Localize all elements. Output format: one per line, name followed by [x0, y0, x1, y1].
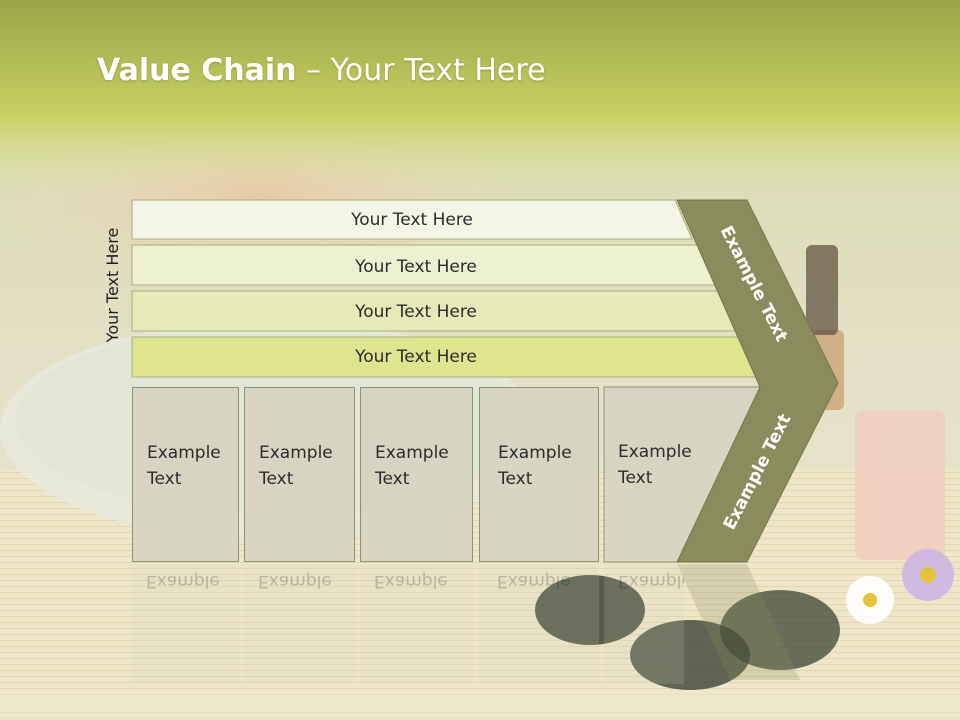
row-1: Your Text Here [132, 200, 692, 239]
slide-title: Value Chain – Your Text Here [97, 53, 546, 88]
row-1-label: Your Text Here [351, 209, 473, 230]
row-2: Your Text Here [132, 247, 700, 286]
row-3-label: Your Text Here [355, 301, 477, 322]
row-2-label: Your Text Here [355, 256, 477, 277]
box-2-line2: Text [259, 469, 294, 489]
box-3-line2: Text [375, 469, 410, 489]
chevron-shape [676, 199, 839, 563]
box-2-line1: Example [259, 443, 333, 463]
box-4-line1: Example [498, 443, 572, 463]
row-4: Your Text Here [132, 337, 700, 376]
box-3-line1: Example [375, 443, 449, 463]
chevron-reflection [677, 564, 800, 680]
row-shape-1 [131, 199, 693, 240]
box-5-line1: Example [618, 442, 692, 462]
box-1-line1: Example [147, 443, 221, 463]
row-3: Your Text Here [132, 292, 700, 331]
box-4-line2: Text [498, 469, 533, 489]
box-5-line2: Text [618, 468, 653, 488]
row-4-label: Your Text Here [355, 346, 477, 367]
box-1-line2: Text [147, 469, 182, 489]
